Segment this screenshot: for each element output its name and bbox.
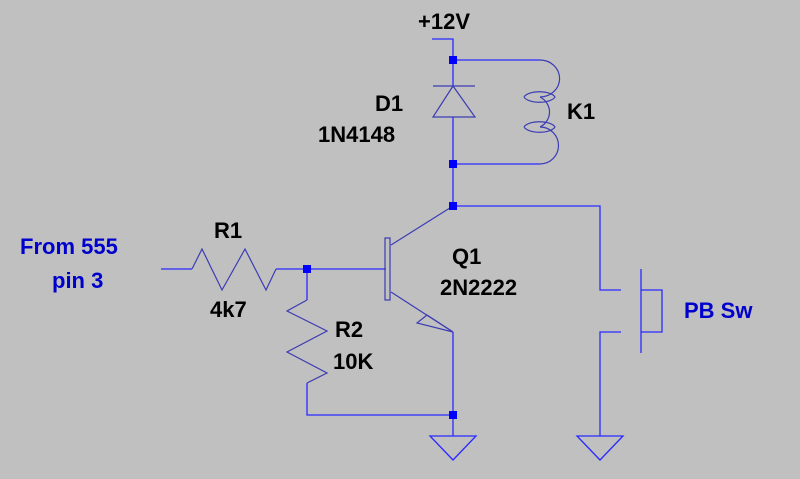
q1-value: 2N2222 [440,275,518,300]
ground-icon [428,435,478,461]
push-button-switch[interactable] [640,269,663,353]
r2-value: 10K [333,349,374,374]
r1-ref: R1 [214,218,243,243]
relay-coil-k1[interactable] [523,59,561,165]
resistor-r1[interactable] [191,247,277,292]
junctions [303,56,457,419]
r2-ref: R2 [335,317,364,342]
switch-label: PB Sw [684,298,753,323]
r1-value: 4k7 [210,297,247,322]
ground-icon [575,435,625,461]
d1-ref: D1 [375,91,404,116]
input-net-label-line2: pin 3 [52,268,104,293]
supply-wire [432,38,454,86]
k1-ref: K1 [567,99,596,124]
switch-ground-wire [599,331,621,436]
d1-value: 1N4148 [318,122,396,147]
r2-bottom-wire [306,383,453,416]
q1-ref: Q1 [452,244,482,269]
supply-label: +12V [418,9,470,34]
diode-d1[interactable] [431,84,477,118]
collector-wire [452,117,621,291]
input-net-label: From 555 [20,234,118,259]
transistor-q1[interactable] [384,205,454,333]
resistor-r2[interactable] [285,299,329,384]
